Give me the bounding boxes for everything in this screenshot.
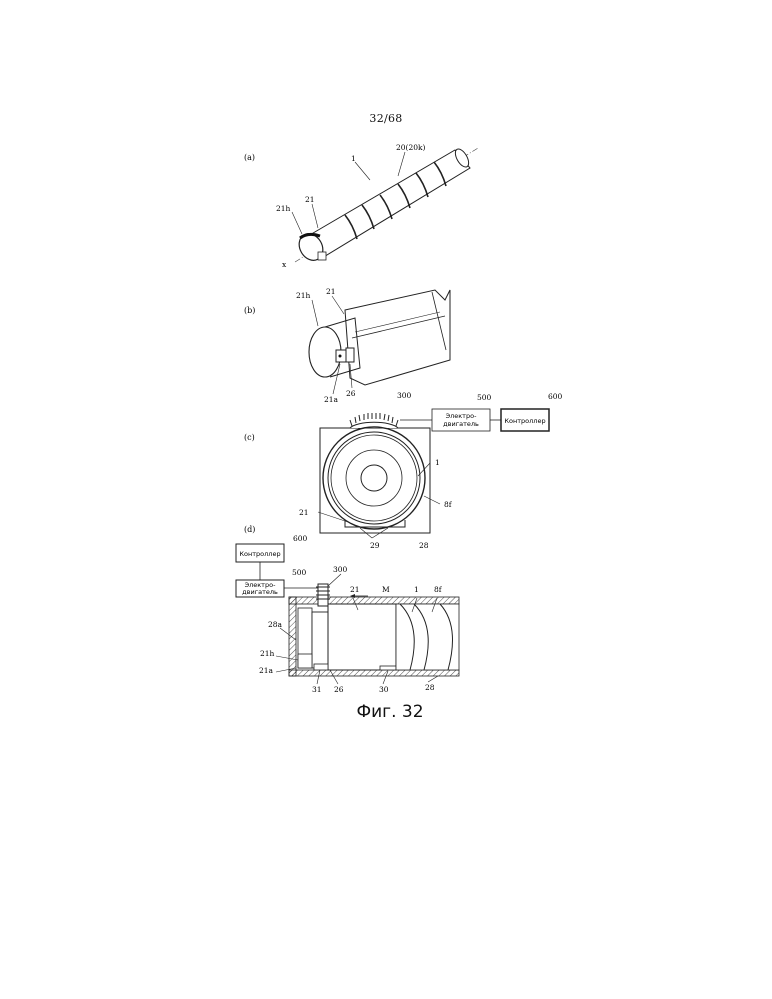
callout-d-1: 1 [414, 585, 419, 594]
callout-d-28a: 28a [268, 620, 283, 629]
panel-d-drawing: (d) Контроллер Электро- двигатель [236, 525, 459, 694]
figure-caption: Фиг. 32 [0, 702, 772, 722]
callout-a-1: 1 [351, 154, 356, 163]
callout-d-8f: 8f [434, 585, 443, 594]
callout-d-21a: 21a [259, 666, 274, 675]
callout-d-30: 30 [379, 685, 389, 694]
callout-d-500: 500 [292, 568, 307, 577]
callout-d-21h: 21h [260, 649, 275, 658]
callout-b-21: 21 [326, 287, 336, 296]
callout-d-28: 28 [425, 683, 435, 692]
callout-c-1: 1 [435, 458, 440, 467]
gear-300 [350, 413, 398, 428]
housing-body [345, 290, 450, 385]
callout-c-600: 600 [548, 392, 563, 401]
panel-d-label: (d) [244, 525, 255, 534]
panel-a-label: (a) [244, 153, 255, 162]
controller-d-text: Контроллер [239, 550, 280, 558]
callout-c-29: 29 [370, 541, 380, 550]
callout-d-300: 300 [333, 565, 348, 574]
callout-b-26: 26 [346, 389, 356, 398]
motor-c-line2: двигатель [443, 420, 479, 428]
callout-d-26: 26 [334, 685, 344, 694]
callout-a-20: 20(20k) [396, 143, 426, 152]
panel-b-drawing: (b) 21h 21 21a 26 [244, 287, 450, 404]
callout-d-21: 21 [350, 585, 360, 594]
panel-c-label: (c) [244, 433, 255, 442]
panel-a-drawing: (a) 1 20(20k) 21 21h x [244, 143, 478, 269]
callout-d-31: 31 [312, 685, 322, 694]
callout-b-21a: 21a [324, 395, 339, 404]
panel-b-label: (b) [244, 306, 255, 315]
cartridge-body [308, 150, 470, 258]
motor-d-line2: двигатель [242, 588, 278, 596]
callout-b-21h: 21h [296, 291, 311, 300]
callout-a-21: 21 [305, 195, 315, 204]
callout-a-21h: 21h [276, 204, 291, 213]
callout-a-x: x [282, 260, 287, 269]
panel-c-drawing: (c) Электро- двигатель [244, 391, 563, 550]
controller-c-text: Контроллер [504, 417, 545, 425]
callout-c-500: 500 [477, 393, 492, 402]
callout-c-21: 21 [299, 508, 309, 517]
callout-c-28: 28 [419, 541, 429, 550]
callout-d-M: M [382, 585, 390, 594]
callout-c-8f: 8f [444, 500, 453, 509]
callout-c-300: 300 [397, 391, 412, 400]
motor-c-line1: Электро- [446, 412, 478, 420]
callout-d-600: 600 [293, 534, 308, 543]
